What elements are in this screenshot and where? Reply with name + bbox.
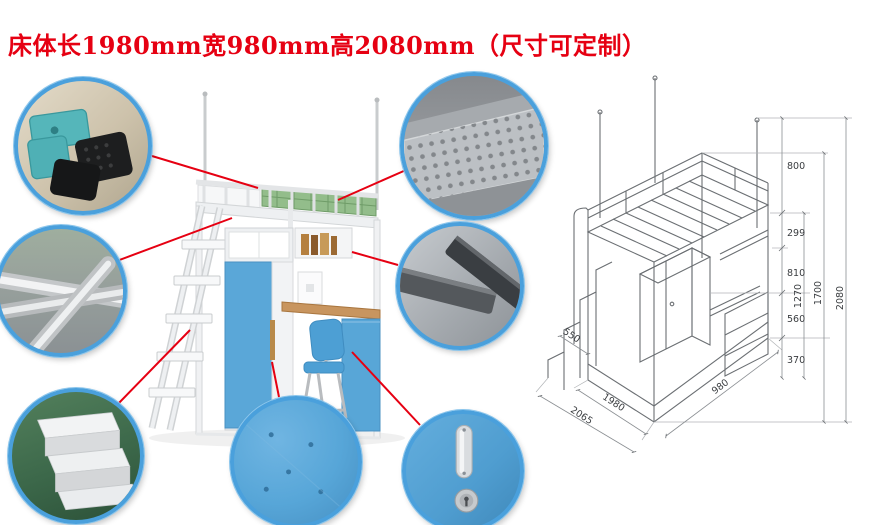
ladder-wire	[547, 207, 613, 390]
perforated-bed-panel-photo	[404, 90, 544, 216]
dim-label-800: 800	[787, 161, 805, 172]
desk-and-shelf	[281, 227, 381, 432]
dim-label-980: 980	[710, 377, 731, 397]
page-title: 床体长1980mm宽980mm高2080mm（尺寸可定制）	[8, 31, 647, 60]
guardrail	[195, 179, 379, 218]
door-handle-and-lock-photo	[454, 424, 479, 513]
product-photo	[148, 91, 405, 447]
cabinet-wire	[638, 247, 712, 363]
wireframe	[547, 75, 770, 423]
wood-handle	[270, 320, 275, 360]
callout-ladder-steps	[8, 388, 144, 524]
dim-label-1980: 1980	[600, 392, 626, 414]
ladder	[148, 205, 229, 431]
dim-label-2065: 2065	[568, 405, 594, 427]
callout-beam-bracket	[396, 222, 524, 350]
aluminum-handle	[455, 424, 473, 479]
blue-panel-surface-photo	[245, 424, 347, 513]
callout-handle-lock	[402, 410, 524, 525]
cam-lock	[454, 488, 479, 513]
black-grip-pad	[50, 131, 133, 201]
dim-label-1270: 1270	[793, 284, 804, 308]
beam-bracket	[400, 235, 520, 314]
steel-tubes	[0, 256, 123, 353]
chair	[300, 318, 348, 421]
wardrobe	[224, 227, 294, 431]
ladder-steps-photo	[37, 412, 140, 511]
technical-drawing: 800 299 810 560 370 1270 1700 2080 1980 …	[535, 75, 852, 453]
wardrobe-door	[224, 261, 273, 429]
perforated-steel-panel	[404, 90, 544, 216]
dim-label-1700: 1700	[813, 281, 824, 305]
callout-perforated-panel	[400, 72, 548, 220]
callout-blue-panel	[230, 396, 362, 525]
callout-corner-foot-pads	[14, 77, 152, 215]
beam-bracket-photo	[400, 235, 520, 314]
ladder-steps	[148, 239, 229, 398]
poles	[597, 75, 760, 228]
panel-screws	[263, 432, 324, 495]
side-cabinet-wire	[724, 291, 769, 377]
corner-foot-pads-photo	[27, 108, 133, 201]
steel-tube-frame-photo	[0, 256, 123, 353]
dim-label-810: 810	[787, 268, 805, 279]
dim-label-370: 370	[787, 355, 805, 366]
dim-label-299: 299	[787, 228, 805, 239]
mosquito-net-poles	[202, 91, 380, 210]
stair-treads	[37, 412, 140, 511]
callout-steel-tubes	[0, 225, 127, 357]
dimension-lines	[537, 116, 848, 453]
dim-label-560: 560	[787, 314, 805, 325]
desk-wire	[709, 229, 769, 317]
books	[301, 233, 337, 255]
dim-label-2080: 2080	[835, 286, 846, 310]
upper-bunk	[195, 179, 379, 229]
